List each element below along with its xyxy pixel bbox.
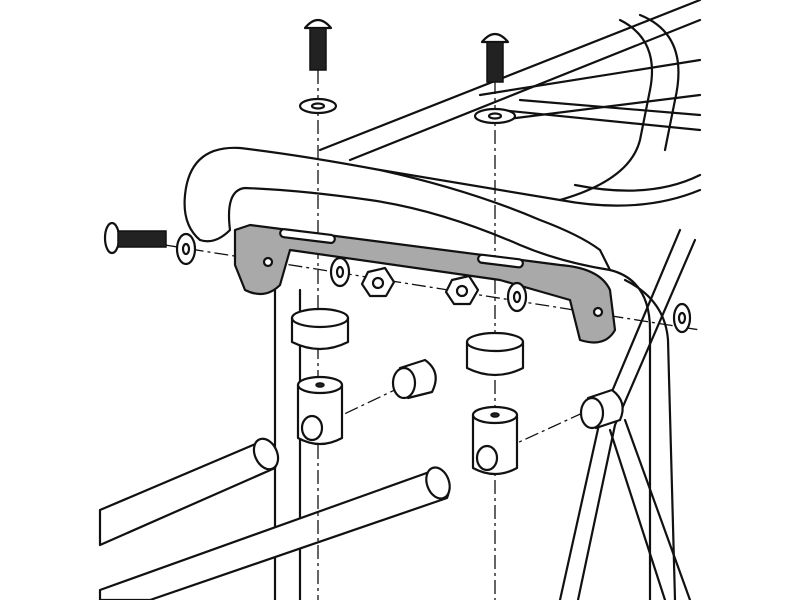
cross-drilled-block <box>296 375 519 476</box>
washer <box>175 97 692 334</box>
mounting-bracket <box>233 223 617 344</box>
bracket-slot <box>279 228 336 245</box>
spacer <box>290 307 525 377</box>
nut <box>360 266 480 306</box>
bracket-slot <box>477 253 524 269</box>
rack-frame <box>183 0 702 600</box>
barrel-nut <box>391 358 624 430</box>
bolt-vertical-right <box>480 32 510 83</box>
bolt-vertical-left <box>303 18 333 71</box>
tube <box>98 437 451 600</box>
bolt-horizontal <box>103 221 167 255</box>
